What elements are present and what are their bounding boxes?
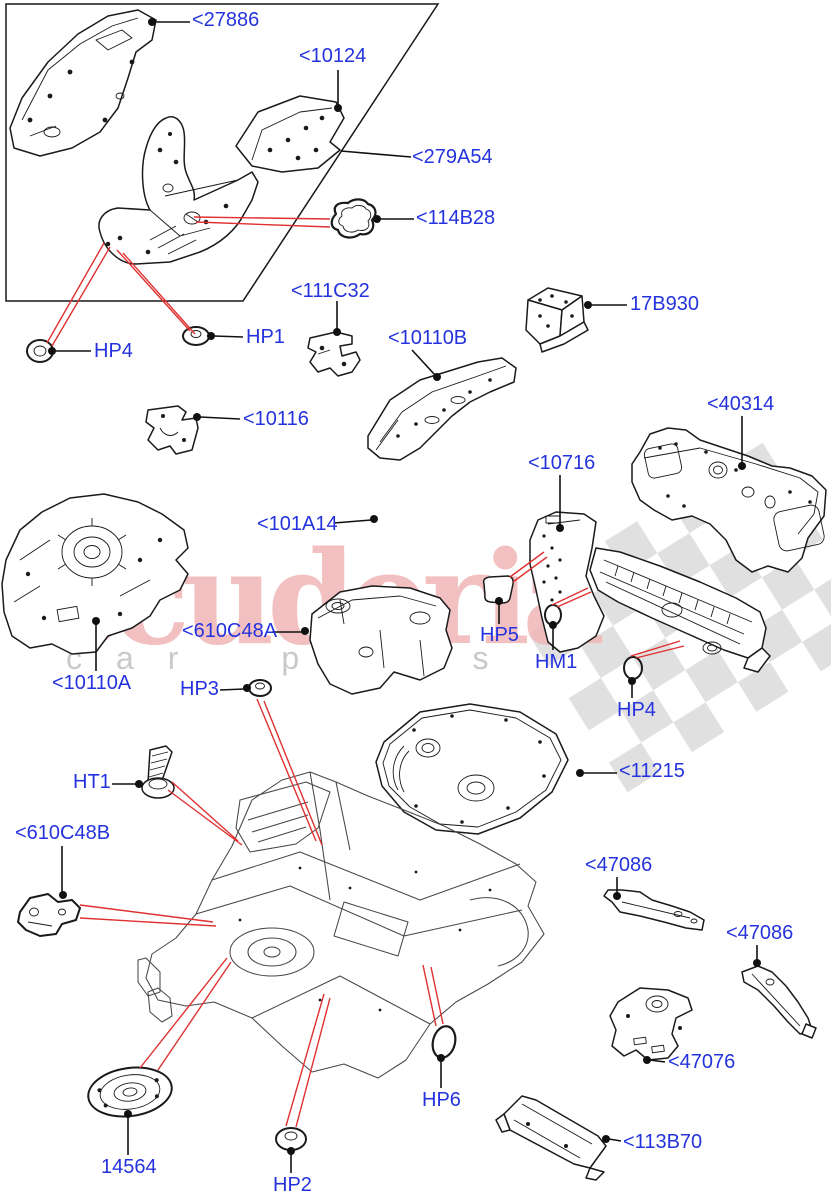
inset-box (5, 3, 440, 302)
part-label-113B70[interactable]: <113B70 (623, 1131, 703, 1153)
chassis-floorpan-drawing (137, 771, 545, 1079)
part-drawing-10110A (1, 493, 189, 655)
part-label-27886[interactable]: <27886 (192, 9, 260, 31)
part-drawing-10116 (145, 405, 199, 455)
part-drawing-113B70 (495, 1095, 607, 1181)
part-drawing-HP6-oring (431, 1025, 457, 1059)
leader-lines (48, 18, 761, 1173)
part-label-HP5[interactable]: HP5 (480, 624, 519, 646)
part-label-101A14[interactable]: <101A14 (257, 513, 338, 535)
part-drawing-HP2-grommet (275, 1127, 307, 1151)
part-label-47086-b[interactable]: <47086 (726, 922, 794, 944)
part-drawing-47086-upper (603, 889, 705, 931)
part-label-HP6[interactable]: HP6 (422, 1089, 461, 1111)
part-drawing-HT1-bolt (141, 745, 175, 799)
part-label-610C48B[interactable]: <610C48B (15, 822, 111, 844)
part-label-HP4-b[interactable]: HP4 (617, 699, 656, 721)
part-label-40314[interactable]: <40314 (707, 393, 775, 415)
part-drawing-17B930 (525, 287, 589, 353)
part-label-HT1[interactable]: HT1 (73, 771, 111, 793)
part-drawing-10110B (367, 357, 517, 461)
part-drawing-10124 (235, 95, 345, 173)
part-drawing-610C48A (309, 585, 453, 695)
part-label-10716[interactable]: <10716 (528, 452, 596, 474)
part-label-47086-a[interactable]: <47086 (585, 854, 653, 876)
part-drawing-111C32 (307, 331, 361, 377)
part-drawing-40314 (631, 427, 827, 573)
part-drawing-14564 (87, 1066, 173, 1118)
part-label-11215[interactable]: <11215 (619, 760, 685, 782)
part-label-114B28[interactable]: <114B28 (416, 207, 496, 229)
part-label-10110B[interactable]: <10110B (388, 327, 468, 349)
part-drawing-279A54-assembly (98, 116, 259, 265)
part-drawing-47076 (609, 987, 693, 1061)
part-label-HP3[interactable]: HP3 (180, 678, 219, 700)
part-drawing-610C48B (17, 893, 81, 937)
part-label-610C48A[interactable]: <610C48A (182, 620, 278, 642)
part-label-10110A[interactable]: <10110A (52, 672, 132, 694)
part-label-HP4-a[interactable]: HP4 (94, 340, 133, 362)
part-label-10116[interactable]: <10116 (243, 408, 309, 430)
part-label-111C32[interactable]: <111C32 (291, 280, 370, 302)
part-drawing-HP3-grommet (248, 679, 272, 697)
part-label-10124[interactable]: <10124 (299, 45, 367, 67)
part-label-279A54[interactable]: <279A54 (412, 146, 493, 168)
pointer-lines (46, 216, 685, 1128)
part-label-HP2[interactable]: HP2 (273, 1174, 312, 1196)
part-drawing-47086-lower (741, 965, 817, 1039)
part-label-17B930[interactable]: 17B930 (630, 293, 699, 315)
part-drawing-HP1-grommet (182, 326, 210, 346)
part-drawing-10716 (482, 511, 771, 680)
part-drawing-11215 (375, 703, 569, 835)
part-label-14564[interactable]: 14564 (101, 1156, 157, 1178)
part-drawing-114B28 (330, 198, 377, 239)
part-label-47076[interactable]: <47076 (668, 1051, 736, 1073)
part-drawing-27886 (9, 9, 157, 157)
part-label-HM1[interactable]: HM1 (535, 651, 578, 673)
part-label-HP1[interactable]: HP1 (246, 326, 285, 348)
